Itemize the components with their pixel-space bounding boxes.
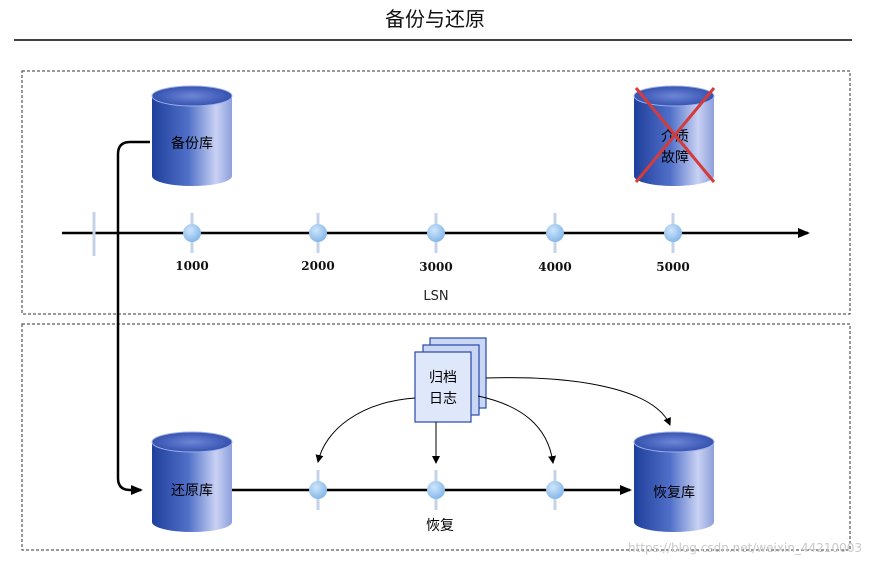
apply-log-arrow-left	[315, 397, 416, 463]
page-title: 备份与还原	[385, 7, 485, 31]
apply-log-arrow-right	[477, 395, 557, 464]
lsn-node-4000	[546, 213, 564, 253]
failure-cross-icon	[634, 87, 716, 183]
lsn-tick-label: 3000	[419, 260, 452, 274]
recovery-node-1	[309, 470, 327, 510]
lsn-node-1000	[183, 213, 201, 253]
restore-database-label: 还原库	[171, 483, 213, 499]
archive-log-label-line1: 归档	[429, 369, 457, 386]
lower-panel	[21, 323, 851, 551]
apply-log-arrow-target	[485, 377, 671, 426]
lsn-node-2000	[309, 213, 327, 253]
lsn-tick-label: 4000	[538, 260, 571, 274]
lsn-tick-label: 2000	[301, 259, 334, 273]
lsn-axis-label: LSN	[423, 289, 448, 304]
lsn-tick-label: 1000	[175, 259, 208, 273]
lsn-node-3000	[427, 213, 445, 253]
backup-database-cylinder	[151, 85, 233, 186]
recover-label: 恢复	[426, 517, 454, 534]
recovered-database-label: 恢复库	[653, 484, 695, 501]
restore-database-cylinder	[151, 431, 233, 532]
failed-database-cylinder	[633, 85, 715, 186]
recovery-node-3	[546, 470, 564, 510]
backup-database-label: 备份库	[171, 135, 213, 152]
failed-database-label-line2: 故障	[661, 150, 689, 166]
recovered-database-cylinder	[633, 431, 715, 532]
recovery-node-2	[427, 470, 445, 510]
upper-panel	[21, 70, 851, 315]
watermark-text: https://blog.csdn.net/weixin_44210003	[628, 541, 862, 555]
archive-log-documents	[414, 337, 487, 423]
archive-log-label-line2: 日志	[429, 391, 457, 407]
lsn-node-5000	[664, 213, 682, 253]
lsn-tick-label: 5000	[656, 260, 689, 274]
restore-connector-arrow	[116, 140, 150, 495]
